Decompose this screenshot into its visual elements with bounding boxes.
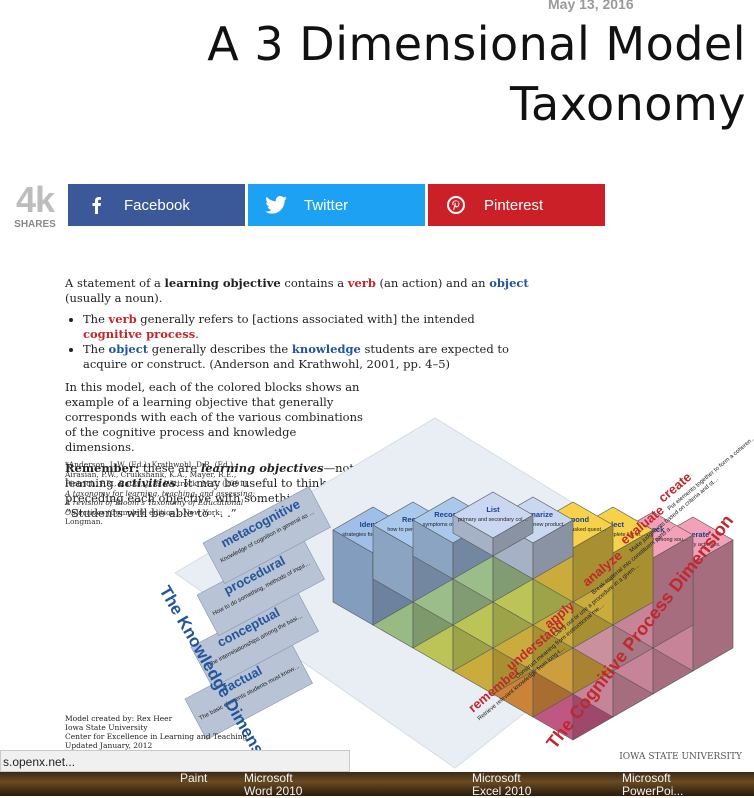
- intro-paragraph: A statement of a learning objective cont…: [65, 276, 529, 305]
- intro-text: A statement of a learning objective cont…: [65, 276, 535, 527]
- object-bullet: The object generally describes the knowl…: [83, 342, 535, 372]
- block-object: primary and secondary col…: [458, 517, 528, 523]
- block-verb: Generate: [677, 530, 710, 539]
- title-line-1: A 3 Dimensional Model: [207, 17, 746, 71]
- pinterest-share-button[interactable]: Pinterest: [428, 184, 605, 226]
- twitter-icon: [264, 196, 288, 214]
- block-right-face: [572, 524, 614, 603]
- reference-citation: *Anderson, L.W. (Ed.), Krathwohl, D.R. (…: [65, 460, 255, 526]
- remember-paragraph: Remember: these are learning objectives—…: [65, 461, 355, 520]
- knowledge-level-panel: [202, 486, 331, 585]
- twitter-share-button[interactable]: Twitter: [248, 184, 425, 226]
- block-right-face: [532, 519, 574, 580]
- block-verb: Recall: [402, 515, 424, 524]
- verb-bullet: The verb generally refers to [actions as…: [83, 312, 535, 342]
- model-credit: Model created by: Rex Heer Iowa State Un…: [65, 714, 248, 750]
- iowa-state-logo: IOWA STATE UNIVERSITY: [619, 752, 742, 762]
- twitter-label: Twitter: [304, 196, 349, 214]
- block-verb: Respond: [557, 515, 590, 524]
- facebook-icon: [84, 196, 108, 214]
- block-verb: Check: [642, 525, 665, 534]
- taxonomy-block-model: Createan innovative learning po…Reflecto…: [156, 417, 754, 778]
- share-count: 4k SHARES: [10, 179, 60, 231]
- block-verb: List: [486, 505, 500, 514]
- taxonomy-infographic: A statement of a learning objective cont…: [55, 268, 754, 778]
- browser-status-url: s.openx.net...: [0, 750, 350, 772]
- pinterest-icon: [444, 196, 468, 214]
- block-right-face: [652, 534, 694, 649]
- block-right-face: [692, 539, 734, 672]
- block-verb: Summarize: [513, 510, 553, 519]
- taxonomy-block: List primary and secondary col…: [452, 491, 534, 557]
- block-verb: Recognize: [434, 510, 472, 519]
- facebook-share-button[interactable]: Facebook: [68, 184, 245, 226]
- share-count-number: 4k: [15, 179, 55, 220]
- share-count-label: SHARES: [14, 219, 56, 230]
- block-right-face: [612, 529, 654, 626]
- taskbar-item-paint[interactable]: Paint: [180, 771, 208, 785]
- post-date: May 13, 2016: [548, 0, 634, 12]
- block-right-face: [492, 514, 534, 557]
- page-title: A 3 Dimensional Model Taxonomy: [207, 14, 746, 134]
- block-verb: Select: [602, 520, 625, 529]
- pinterest-label: Pinterest: [484, 196, 544, 214]
- facebook-label: Facebook: [124, 196, 190, 214]
- model-paragraph: In this model, each of the colored block…: [65, 380, 363, 454]
- title-line-2: Taxonomy: [510, 77, 746, 131]
